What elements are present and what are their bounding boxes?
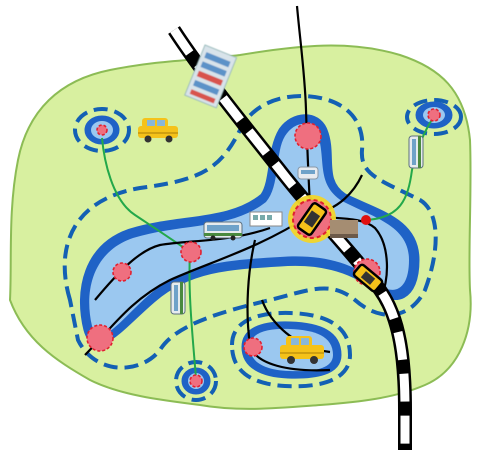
station-marker bbox=[294, 122, 322, 150]
station-marker bbox=[180, 241, 202, 263]
central-dashed-ring bbox=[62, 93, 438, 370]
south-dashed-ring bbox=[229, 310, 353, 389]
taxi-icon bbox=[280, 336, 324, 364]
bus-icon bbox=[408, 135, 424, 169]
taxi-icon bbox=[138, 118, 178, 143]
station-marker bbox=[86, 324, 114, 352]
station-marker bbox=[189, 374, 203, 388]
central-zone bbox=[89, 123, 409, 336]
station-marker bbox=[427, 108, 441, 122]
building-icon bbox=[184, 44, 238, 109]
station-marker bbox=[112, 262, 132, 282]
station-marker bbox=[243, 337, 263, 357]
taxi-icon bbox=[296, 202, 328, 236]
van-icon bbox=[249, 211, 283, 227]
train-icon bbox=[297, 166, 319, 180]
feeder-links bbox=[101, 117, 434, 379]
taxi-icon bbox=[352, 263, 384, 293]
truck-icon bbox=[330, 220, 358, 238]
bus-icon bbox=[203, 221, 243, 241]
bus-icon bbox=[170, 281, 186, 315]
station-marker bbox=[96, 124, 108, 136]
